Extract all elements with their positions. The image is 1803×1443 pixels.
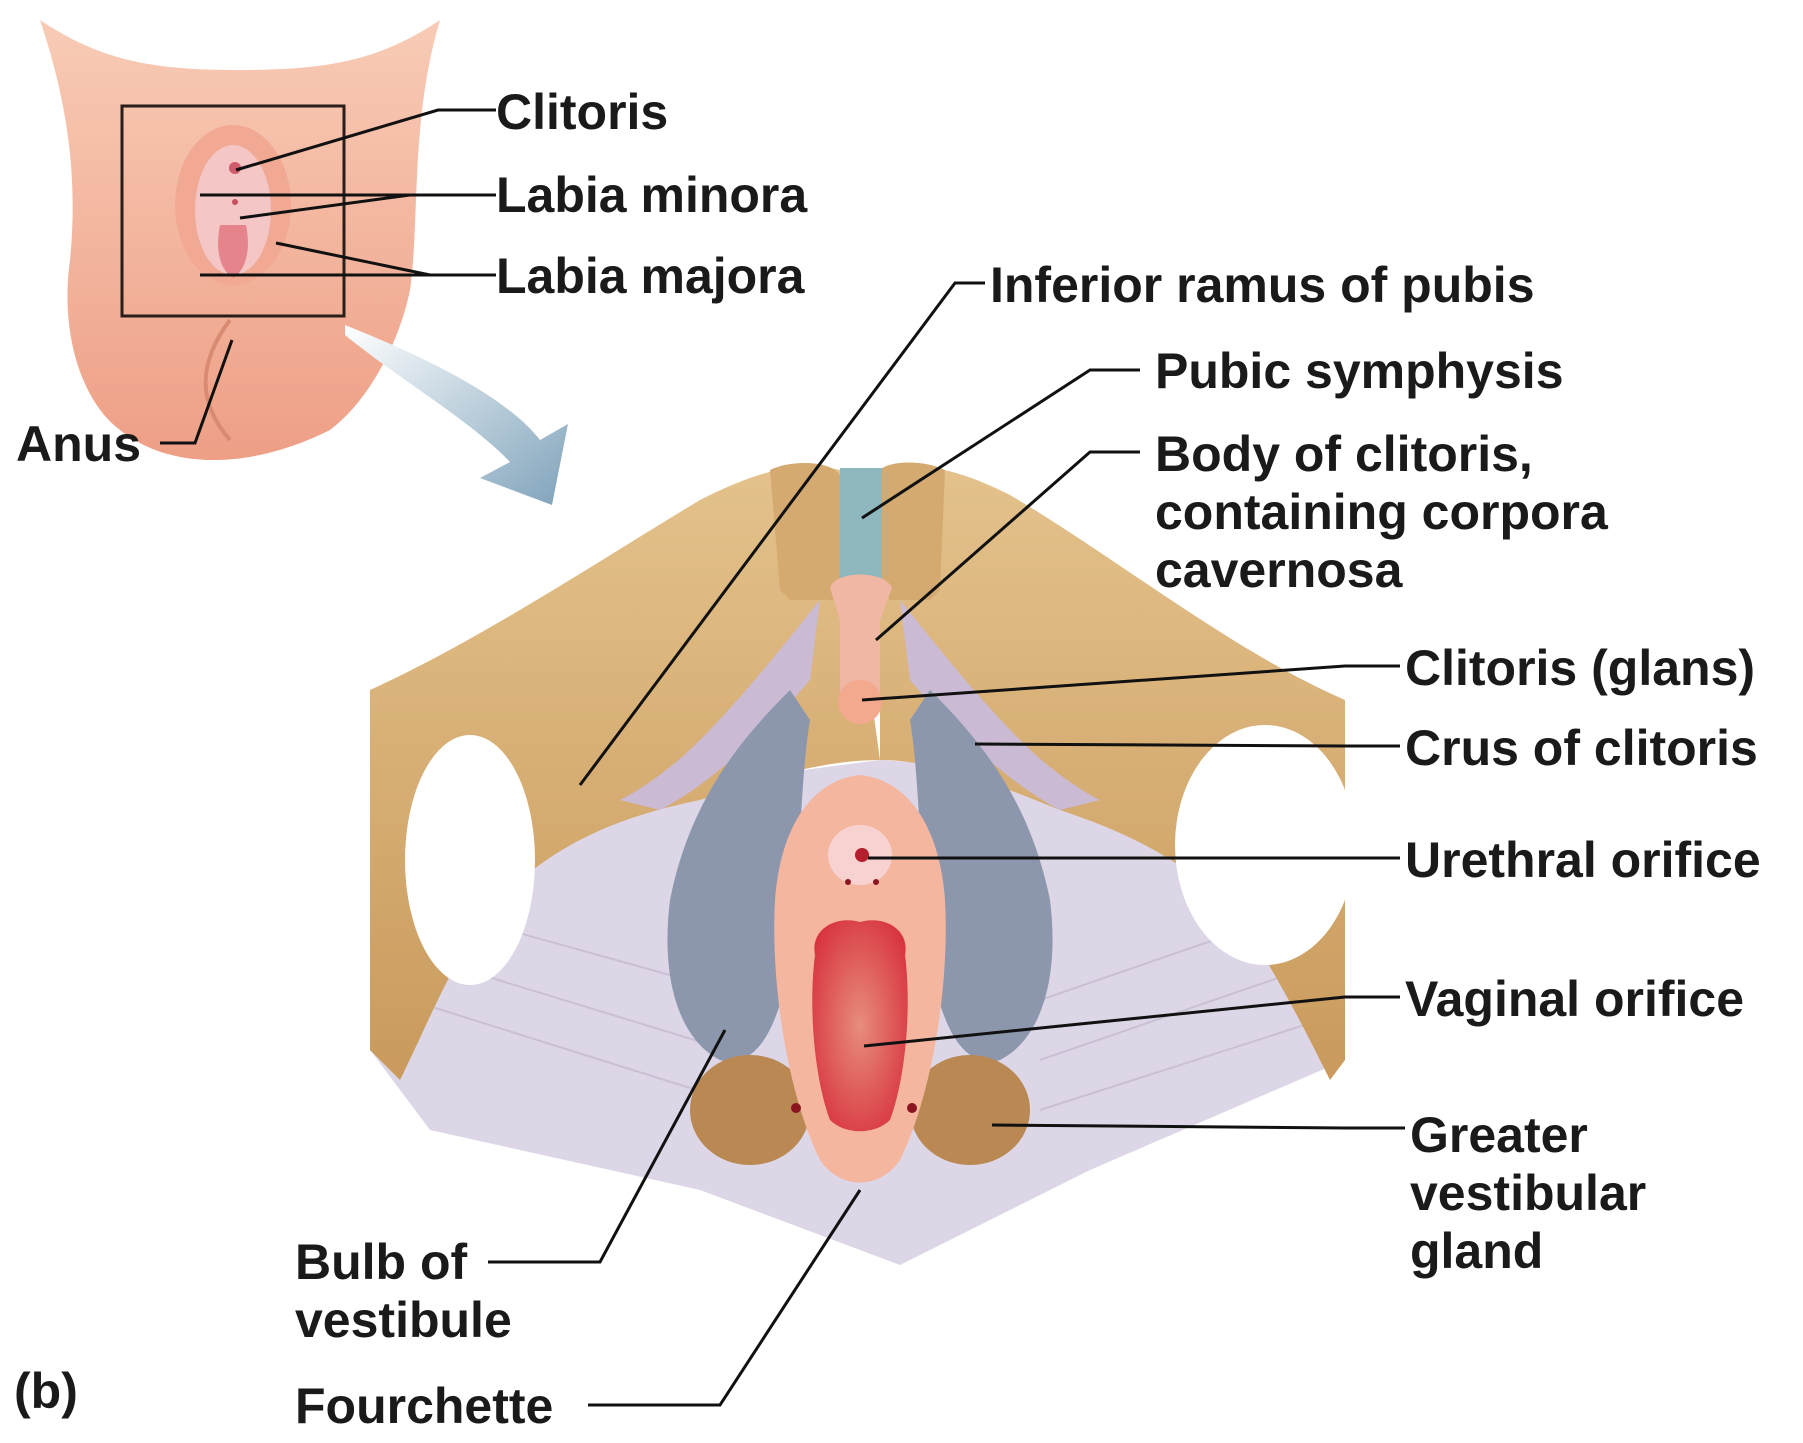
bulb-of-vestibule-line-1: Bulb of xyxy=(295,1234,468,1290)
right-inferior-ramus xyxy=(880,466,1345,1080)
leader-lines xyxy=(160,108,1405,1407)
urethral-orifice-mark xyxy=(855,848,869,862)
label-clitoris-glans: Clitoris (glans) xyxy=(1405,640,1756,696)
label-pubic-symphysis: Pubic symphysis xyxy=(1155,343,1564,399)
right-greater-vestibular-gland xyxy=(910,1055,1030,1165)
label-urethral-orifice: Urethral orifice xyxy=(1405,832,1761,888)
label-vaginal-orifice: Vaginal orifice xyxy=(1405,971,1745,1027)
label-anus: Anus xyxy=(16,416,141,472)
label-labia-minora: Labia minora xyxy=(496,167,808,223)
left-bulb xyxy=(667,690,810,1062)
right-bulb xyxy=(910,690,1053,1062)
greater-vestibular-gland-line-1: Greater xyxy=(1410,1107,1588,1163)
left-greater-vestibular-gland xyxy=(690,1055,810,1165)
body-of-clitoris-line-2: containing corpora xyxy=(1155,484,1608,540)
perineum-dissection xyxy=(370,462,1355,1265)
panel-letter: (b) xyxy=(14,1363,78,1419)
clitoris-body xyxy=(830,574,892,715)
left-obturator-foramen xyxy=(405,735,535,985)
label-labia-majora: Labia majora xyxy=(496,248,805,304)
vaginal-orifice-shape xyxy=(812,920,908,1132)
left-inferior-ramus xyxy=(370,466,880,1080)
label-greater-vestibular-gland: Greater vestibular gland xyxy=(1410,1106,1646,1280)
zoom-arrow xyxy=(345,325,568,505)
label-bulb-of-vestibule: Bulb of vestibule xyxy=(295,1233,512,1349)
greater-vestibular-gland-line-2: vestibular xyxy=(1410,1165,1647,1221)
clitoris-glans xyxy=(838,680,882,724)
label-body-of-clitoris: Body of clitoris, containing corpora cav… xyxy=(1155,425,1608,599)
label-inferior-ramus-of-pubis: Inferior ramus of pubis xyxy=(990,257,1535,313)
greater-vestibular-gland-line-3: gland xyxy=(1410,1223,1544,1279)
label-fourchette: Fourchette xyxy=(295,1378,554,1434)
labia-minora-shape xyxy=(195,145,271,275)
right-obturator-foramen xyxy=(1175,725,1355,965)
body-of-clitoris-line-3: cavernosa xyxy=(1155,542,1403,598)
label-clitoris: Clitoris xyxy=(496,84,669,140)
inset-frame xyxy=(120,104,346,318)
bulb-of-vestibule-line-2: vestibule xyxy=(295,1292,512,1348)
pubic-symphysis-shape xyxy=(840,468,882,582)
label-crus-of-clitoris: Crus of clitoris xyxy=(1405,720,1758,776)
external-view-inset xyxy=(40,20,440,460)
body-of-clitoris-line-1: Body of clitoris, xyxy=(1155,426,1533,482)
